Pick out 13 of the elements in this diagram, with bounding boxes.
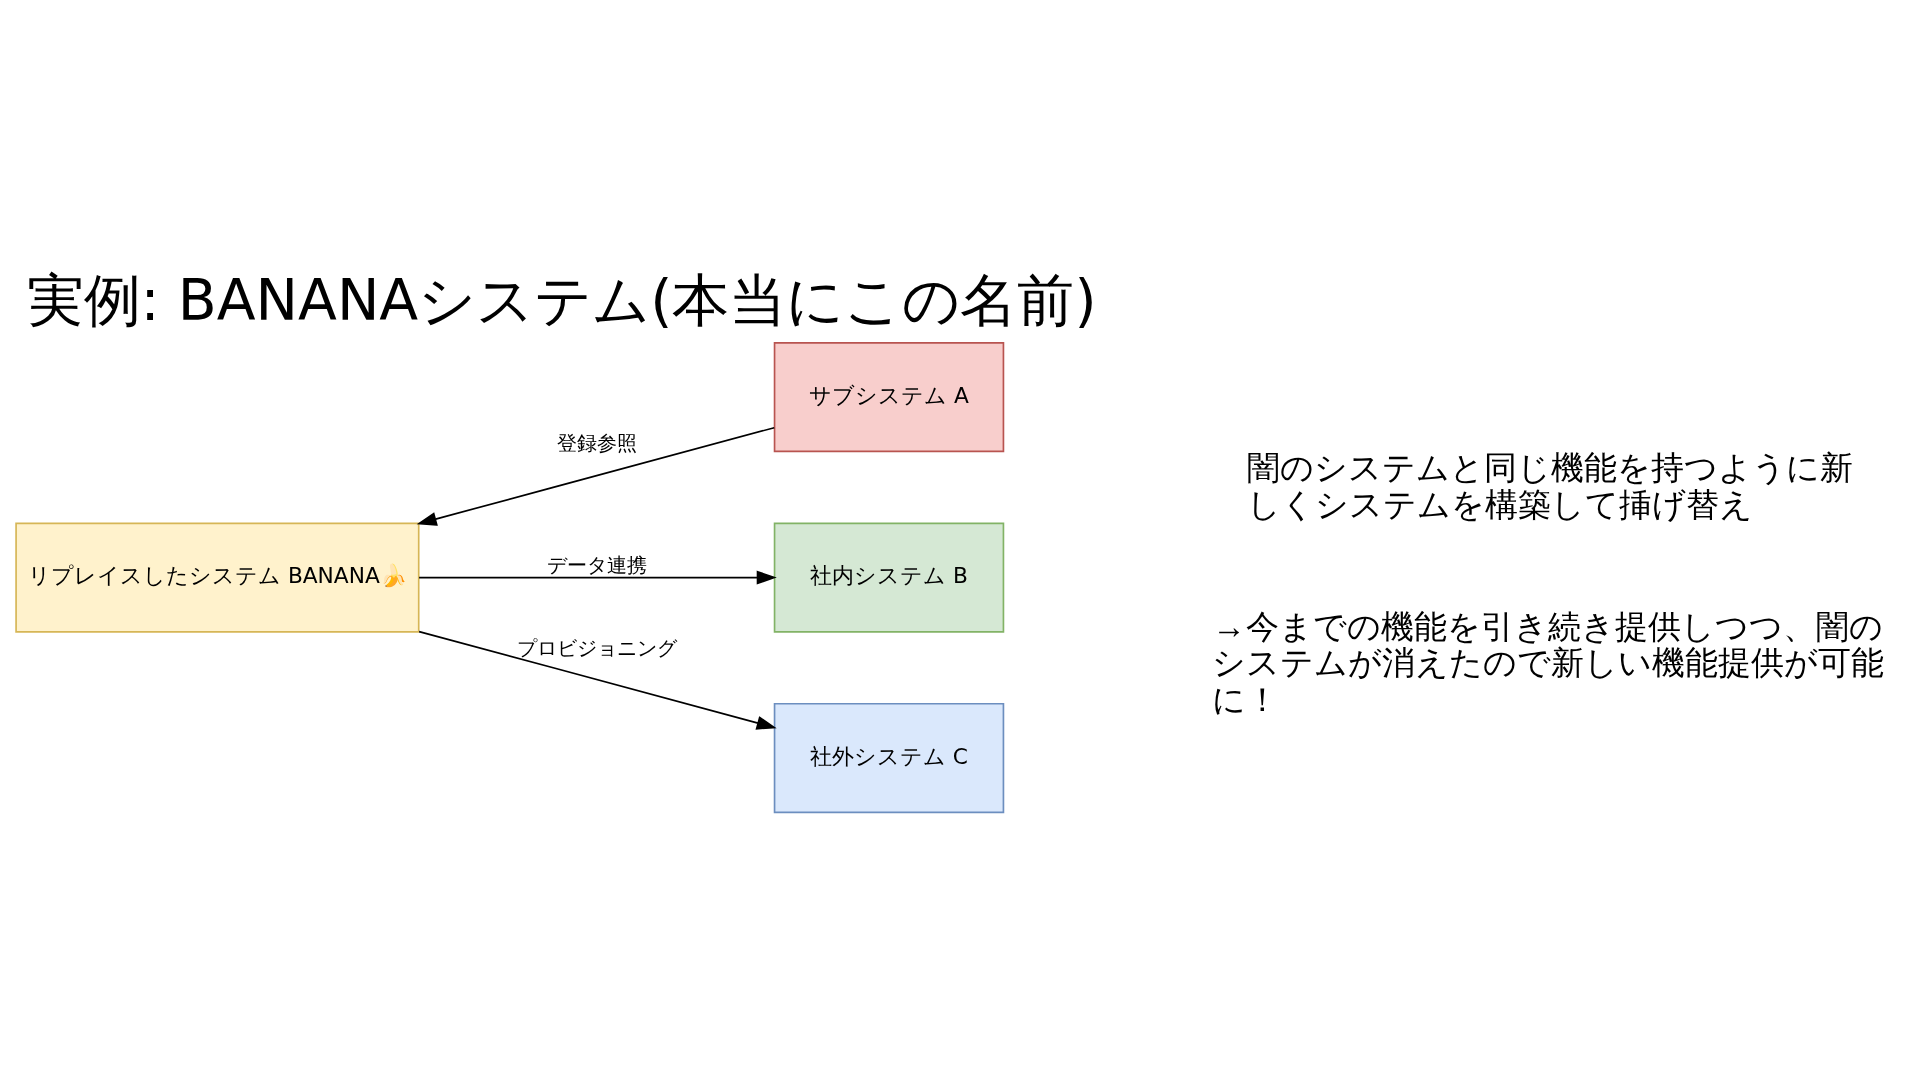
- node-box: サブシステム A: [773, 341, 1005, 452]
- arrow: [418, 570, 777, 585]
- node-box: 社内システム B: [773, 521, 1005, 633]
- node-box: 社外システム C: [773, 702, 1005, 813]
- arrow: [418, 630, 777, 730]
- label: →今までの機能を引き続き提供しつつ、闇のシステムが消えたので新しい機能提供が可能に！: [1212, 607, 1885, 718]
- edge-label: 登録参照: [556, 430, 637, 455]
- node-box: リプレイスしたシステム BANANA🍌: [15, 521, 420, 633]
- arrow: [416, 426, 776, 526]
- label: 闇のシステムと同じ機能を持つように新しくシステムを構築して挿げ替え: [1246, 447, 1853, 524]
- edge-label: プロビジョニング: [516, 635, 677, 660]
- diagram-title: 実例: BANANAシステム(本当にこの名前): [26, 266, 1097, 333]
- edge-label: データ連携: [546, 552, 647, 577]
